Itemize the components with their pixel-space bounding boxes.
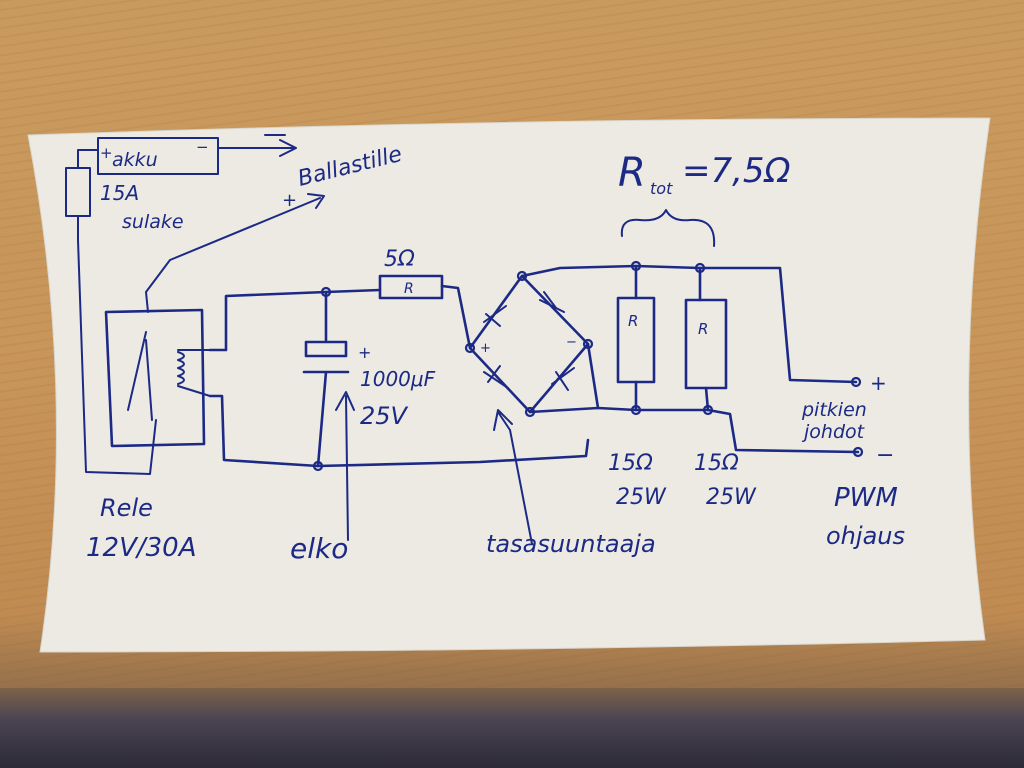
capacitor-symbol	[302, 290, 350, 468]
relay-switch-contact	[127, 331, 153, 421]
series-resistor-r: R	[404, 281, 414, 297]
relay-switch-wire	[145, 193, 325, 313]
relay-coil	[177, 349, 211, 397]
terminal-plus-label: +	[870, 371, 887, 395]
label-r1-power: 25W	[616, 485, 667, 510]
node-cap-bottom	[312, 460, 324, 472]
label-r2-value: 15Ω	[694, 451, 739, 476]
terminal-minus-label: −	[876, 443, 894, 468]
r-total-brace	[620, 209, 716, 247]
bridge-diodes	[483, 291, 575, 391]
label-relay-rating: 12V/30A	[86, 533, 197, 563]
paper-sheet	[27, 117, 991, 653]
akku-plus: +	[100, 144, 113, 162]
label-r-total-sub: tot	[650, 179, 673, 198]
label-pwm-2: ohjaus	[826, 522, 905, 550]
label-series-resistor: 5Ω	[384, 247, 415, 272]
desk-edge	[0, 688, 1024, 768]
label-output-wires-2: johdot	[801, 421, 866, 443]
terminal-plus	[850, 376, 862, 388]
wire-bridge-right	[586, 342, 600, 410]
ballast-plus: +	[282, 190, 297, 211]
label-pwm-1: PWM	[834, 483, 898, 513]
label-r-total: R	[618, 150, 646, 196]
terminal-minus	[852, 446, 864, 458]
label-fuse-name: sulake	[122, 211, 184, 233]
node-bridge-left	[464, 342, 476, 354]
load-resistor-leads	[634, 264, 710, 412]
label-rectifier: tasasuuntaaja	[486, 530, 656, 558]
label-relay-name: Rele	[100, 494, 153, 522]
label-r2-power: 25W	[706, 485, 757, 510]
label-akku: akku	[112, 149, 158, 171]
relay-box	[104, 308, 206, 448]
akku-minus: −	[196, 138, 209, 156]
bridge-plus: +	[480, 341, 491, 356]
cap-pointer	[335, 391, 355, 541]
wire-to-bridge	[440, 284, 472, 350]
node-cap-top	[320, 286, 332, 298]
fuse-wires	[77, 149, 157, 475]
load-resistor-2	[684, 298, 728, 390]
battery-box	[97, 137, 219, 175]
load-r1-symbol: R	[628, 312, 638, 330]
label-r-total-value: =7,5Ω	[682, 151, 791, 191]
label-r1-value: 15Ω	[608, 451, 653, 476]
battery-arrow-minus	[217, 139, 297, 157]
label-cap-name: elko	[290, 532, 348, 565]
bridge-minus: −	[566, 335, 577, 350]
cap-plus: +	[358, 343, 371, 362]
rectifier-pointer	[493, 409, 533, 545]
label-cap-value: 1000μF	[360, 367, 436, 391]
wire-top-left	[208, 288, 382, 352]
label-fuse-rating: 15A	[100, 181, 139, 205]
load-r2-symbol: R	[698, 320, 708, 338]
label-output-wires-1: pitkien	[801, 399, 867, 421]
load-resistor-1	[616, 296, 656, 384]
label-cap-voltage: 25V	[360, 402, 409, 430]
